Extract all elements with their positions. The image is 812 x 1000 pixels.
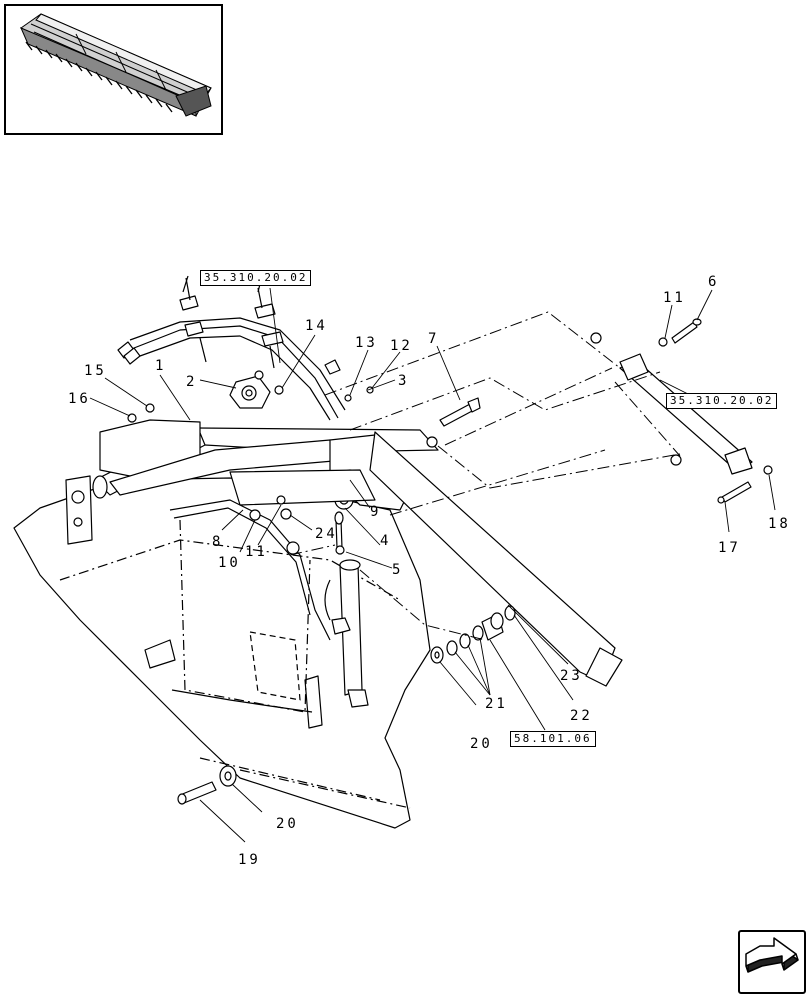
callout-10: 10 [218,555,241,571]
callout-19: 19 [238,852,261,868]
callout-2: 2 [186,374,197,390]
callout-3: 3 [398,373,409,389]
reference-box-bottom[interactable]: 58.101.06 [510,731,596,747]
hydraulic-hose-upper [129,317,346,411]
callout-18: 18 [768,516,791,532]
header-assembly-thumbnail-icon [20,13,212,117]
callout-24: 24 [315,526,338,542]
next-page-button[interactable] [738,930,806,994]
next-page-arrow-icon [745,937,799,973]
reference-box-right[interactable]: 35.310.20.02 [666,393,778,409]
callout-23: 23 [560,668,583,684]
callout-22: 22 [570,708,593,724]
callout-16: 16 [68,391,91,407]
callout-11b: 11 [663,290,686,306]
callout-7: 7 [428,331,439,347]
callout-1: 1 [155,358,166,374]
callout-11a: 11 [245,544,268,560]
callout-20b: 20 [470,736,493,752]
callout-20a: 20 [276,816,299,832]
callout-9: 9 [370,504,381,520]
callout-8: 8 [212,534,223,550]
callout-15: 15 [84,363,107,379]
hydraulic-hose-lower [169,499,331,641]
reference-box-top[interactable]: 35.310.20.02 [200,270,312,286]
callout-21: 21 [485,696,508,712]
callout-17: 17 [718,540,741,556]
flange-bearing [229,375,271,409]
assembly-thumbnail [4,4,223,135]
callout-4: 4 [380,533,391,549]
callout-5: 5 [392,562,403,578]
header-side-panel [13,477,431,829]
access-opening [249,631,301,701]
callout-12: 12 [390,338,413,354]
callout-6: 6 [708,274,719,290]
callout-14: 14 [305,318,328,334]
callout-13: 13 [355,335,378,351]
